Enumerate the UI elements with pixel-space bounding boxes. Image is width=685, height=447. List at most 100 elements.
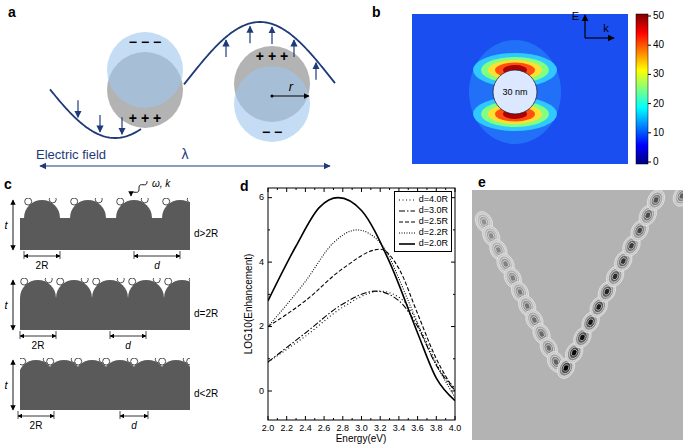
colorbar-tick-label: 50: [653, 11, 664, 21]
surface-bump: [186, 360, 190, 396]
surface-bump: [24, 200, 60, 236]
dimension-arrow: [110, 336, 146, 337]
x-tick: [277, 418, 278, 420]
x-tick: [408, 418, 409, 420]
y-tick: [451, 262, 455, 263]
panel-d-chart: [268, 188, 455, 420]
x-tick: [296, 418, 297, 420]
enhancement-curve: [268, 198, 455, 401]
plot-frame: [268, 188, 455, 420]
thickness-arrow: [13, 360, 14, 410]
y-tick: [268, 391, 272, 392]
x-tick: [398, 416, 399, 420]
x-tick: [389, 188, 390, 190]
x-tick: [314, 418, 315, 420]
dimension-label: d: [131, 421, 137, 431]
x-tick-label: 2.2: [280, 424, 293, 433]
x-tick: [286, 188, 287, 192]
enhancement-curve: [268, 230, 455, 398]
surface-bump: [128, 280, 164, 316]
adsorbed-particle: [159, 358, 166, 365]
dimension-label: d: [154, 261, 160, 271]
colorbar-tick: [648, 74, 651, 75]
x-tick: [324, 416, 325, 420]
x-tick: [445, 188, 446, 190]
legend-line-sample: [398, 218, 416, 226]
adsorbed-particle: [141, 198, 148, 203]
x-tick: [445, 418, 446, 420]
y-tick: [268, 229, 270, 230]
contour-blob: [644, 190, 668, 213]
surface-bump: [158, 360, 190, 396]
panel-letter: e: [478, 175, 486, 189]
panel-letter: d: [240, 179, 249, 193]
field-arrow: [293, 40, 294, 57]
x-axis-title: Energy(eV): [336, 434, 387, 444]
legend: d=4.0Rd=3.0Rd=2.5Rd=2.2Rd=2.0R: [394, 191, 452, 252]
x-tick: [352, 188, 353, 190]
dimension-label: 2R: [30, 421, 43, 431]
y-tick: [453, 229, 455, 230]
legend-text: d=4.0R: [419, 194, 448, 205]
surface-bump: [20, 280, 56, 316]
adsorbed-particle: [21, 278, 28, 285]
colorbar-tick: [648, 16, 651, 17]
y-tick: [453, 358, 455, 359]
adsorbed-particle: [47, 358, 54, 365]
field-map-ground: [412, 14, 628, 164]
colorbar-tick-label: 10: [653, 128, 664, 138]
y-tick-label: 6: [259, 193, 264, 202]
x-tick-label: 3.0: [355, 424, 368, 433]
legend-row: d=4.0R: [398, 194, 448, 205]
x-tick: [314, 188, 315, 190]
x-tick: [408, 188, 409, 190]
y-tick: [268, 358, 270, 359]
colorbar-tick: [648, 45, 651, 46]
field-arrow: [99, 115, 100, 132]
surface-bump: [92, 280, 128, 316]
x-tick-label: 4.0: [449, 424, 462, 433]
x-tick: [333, 418, 334, 420]
wavelength-arrow: [40, 165, 330, 166]
x-tick: [426, 188, 427, 190]
electron-cloud: [107, 32, 183, 108]
field-arrow: [225, 40, 226, 57]
dimension-label: d: [125, 341, 131, 351]
y-tick-label: 0: [259, 387, 264, 396]
x-tick-label: 2.8: [337, 424, 350, 433]
panel-b-field-map: [412, 14, 651, 164]
dimension-arrow: [120, 416, 148, 417]
spacing-condition: d<2R: [194, 389, 218, 399]
contour-ground: [472, 190, 683, 440]
dimension-arrow: [20, 336, 56, 337]
adsorbed-particle: [117, 198, 124, 205]
colorbar-tick-label: 20: [653, 99, 664, 109]
field-arrow: [121, 117, 122, 134]
enhancement-curve: [268, 291, 455, 391]
x-tick-label: 3.6: [411, 424, 424, 433]
adsorbed-particle: [93, 278, 100, 285]
x-tick: [305, 188, 306, 192]
dimension-label: 2R: [32, 341, 45, 351]
thickness-label: t: [4, 380, 7, 391]
legend-row: d=2.2R: [398, 227, 448, 238]
panel-e-contour-map: [472, 182, 685, 440]
legend-line-sample: [398, 240, 416, 248]
colorbar-tick-label: 0: [653, 157, 659, 167]
adsorbed-particle: [45, 278, 52, 283]
x-tick: [268, 188, 269, 192]
colorbar-tick: [648, 132, 651, 133]
thickness-arrow: [13, 200, 14, 250]
adsorbed-particle: [117, 278, 124, 283]
adsorbed-particle: [71, 198, 78, 205]
x-tick: [286, 416, 287, 420]
x-tick: [380, 416, 381, 420]
legend-line-sample: [398, 196, 416, 204]
legend-row: d=3.0R: [398, 205, 448, 216]
panel-a-illustration: [40, 22, 335, 166]
panel-letter: c: [4, 177, 12, 191]
nanoparticle: [493, 70, 537, 114]
surface-bump: [56, 280, 92, 316]
adsorbed-particle: [75, 358, 82, 365]
